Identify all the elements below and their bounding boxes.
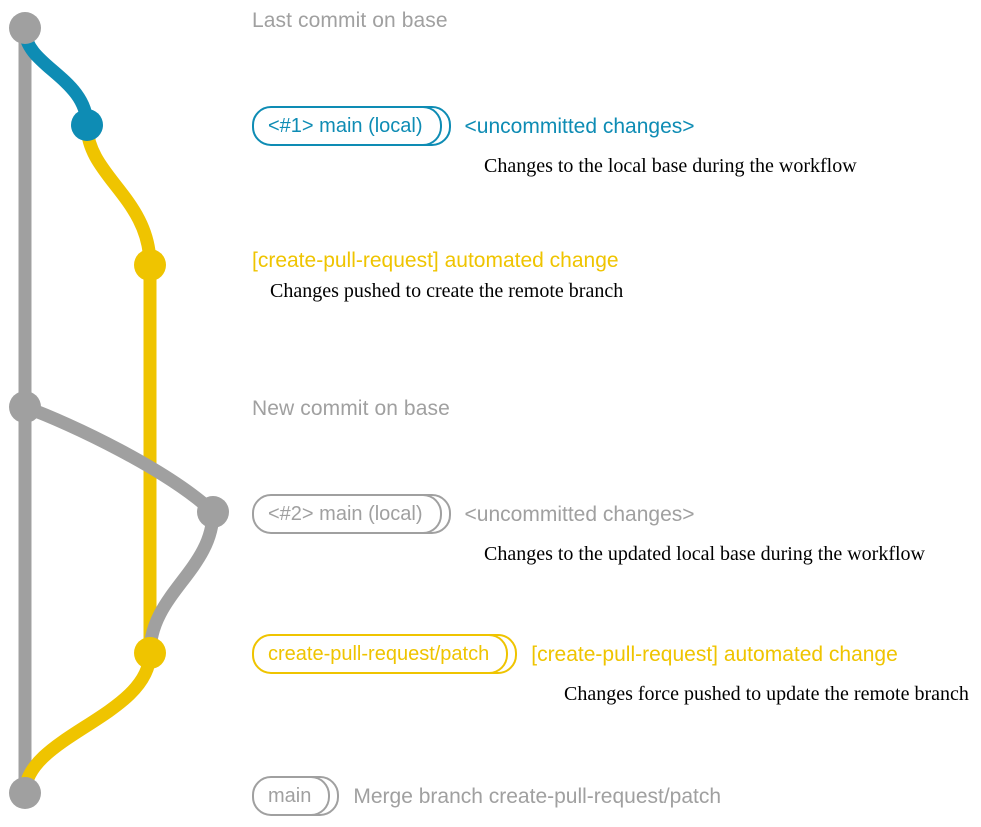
edge-patch2-to-merge bbox=[18, 646, 157, 800]
node-local-2 bbox=[197, 496, 229, 528]
ref-badge-create-pull-request-patch[interactable]: create-pull-request/patch bbox=[252, 634, 518, 674]
edge-base2-to-local2 bbox=[18, 400, 220, 519]
annotation-local-checkout-2: <#2> main (local) <uncommitted changes> … bbox=[252, 494, 925, 566]
node-base-1 bbox=[9, 12, 41, 44]
refline-local-2: <#2> main (local) <uncommitted changes> bbox=[252, 494, 925, 534]
ref-badge-main[interactable]: main bbox=[252, 776, 340, 816]
caption-new-commit-on-base: New commit on base bbox=[252, 397, 450, 420]
headline-merge-branch: Merge branch create-pull-request/patch bbox=[353, 784, 722, 808]
annotation-automated-change-2: create-pull-request/patch [create-pull-r… bbox=[252, 634, 969, 706]
edge-local2-to-patch2 bbox=[143, 505, 220, 660]
subline-force-pushed-update-remote-branch: Changes force pushed to update the remot… bbox=[564, 683, 969, 705]
annotation-merge-commit: main Merge branch create-pull-request/pa… bbox=[252, 776, 721, 816]
annotation-local-checkout-1: <#1> main (local) <uncommitted changes> … bbox=[252, 106, 857, 178]
node-base-2 bbox=[9, 391, 41, 423]
node-merge bbox=[9, 777, 41, 809]
ref-badge-main-local-2[interactable]: <#2> main (local) bbox=[252, 494, 451, 534]
subline-pushed-create-remote-branch: Changes pushed to create the remote bran… bbox=[270, 280, 624, 302]
annotation-new-commit-on-base: New commit on base bbox=[252, 396, 450, 422]
headline-automated-change-1: [create-pull-request] automated change bbox=[252, 249, 619, 272]
subline-local-changes-2: Changes to the updated local base during… bbox=[484, 543, 925, 565]
ref-badge-main-local-1[interactable]: <#1> main (local) bbox=[252, 106, 451, 146]
headline-uncommitted-changes-2: <uncommitted changes> bbox=[464, 502, 695, 526]
headline-automated-change-2: [create-pull-request] automated change bbox=[531, 642, 898, 666]
edge-base1-to-local1 bbox=[18, 23, 94, 132]
headline-uncommitted-changes-1: <uncommitted changes> bbox=[464, 114, 695, 138]
annotation-last-commit-on-base: Last commit on base bbox=[252, 8, 448, 34]
refline-main: main Merge branch create-pull-request/pa… bbox=[252, 776, 721, 816]
edge-local1-to-patch1 bbox=[80, 118, 157, 272]
commit-nodes bbox=[9, 12, 229, 809]
refline-local-1: <#1> main (local) <uncommitted changes> bbox=[252, 106, 857, 146]
node-patch-2 bbox=[134, 637, 166, 669]
refline-patch-branch: create-pull-request/patch [create-pull-r… bbox=[252, 634, 969, 674]
subline-local-changes-1: Changes to the local base during the wor… bbox=[484, 155, 857, 177]
annotation-automated-change-1: [create-pull-request] automated change C… bbox=[252, 250, 623, 303]
caption-last-commit-on-base: Last commit on base bbox=[252, 9, 448, 32]
node-local-1 bbox=[71, 109, 103, 141]
node-patch-1 bbox=[134, 249, 166, 281]
